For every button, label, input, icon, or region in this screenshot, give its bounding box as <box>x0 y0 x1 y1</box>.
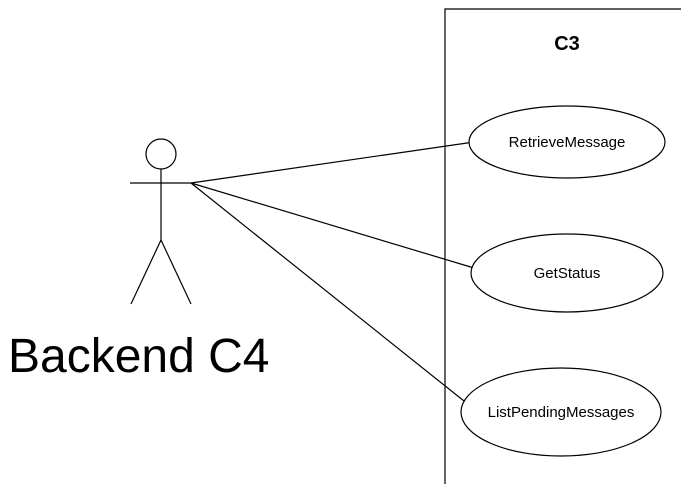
use-case-list-pending-messages[interactable]: ListPendingMessages <box>460 367 662 457</box>
actor-head <box>145 138 177 170</box>
associations <box>190 141 475 406</box>
actor-label: Backend C4 <box>8 330 270 383</box>
use-case-retrieve-message[interactable]: RetrieveMessage <box>468 105 666 179</box>
use-case-label: RetrieveMessage <box>509 134 626 151</box>
use-case-ellipse <box>460 367 662 457</box>
association-get-status <box>190 182 475 269</box>
use-case-ellipse <box>470 233 664 313</box>
system-boundary: C3 <box>444 8 681 484</box>
association-list-pending-messages <box>190 182 470 406</box>
association-retrieve-message <box>190 141 475 184</box>
system-title: C3 <box>554 33 580 55</box>
actor-right-leg <box>160 239 192 305</box>
actor-stick-figure-icon[interactable] <box>130 138 192 305</box>
use-case-label: GetStatus <box>534 265 601 282</box>
use-case-ellipse <box>468 105 666 179</box>
use-case-label: ListPendingMessages <box>488 404 635 421</box>
use-case-get-status[interactable]: GetStatus <box>470 233 664 313</box>
actor-left-leg <box>130 239 162 305</box>
system-boundary-frame <box>444 8 681 484</box>
